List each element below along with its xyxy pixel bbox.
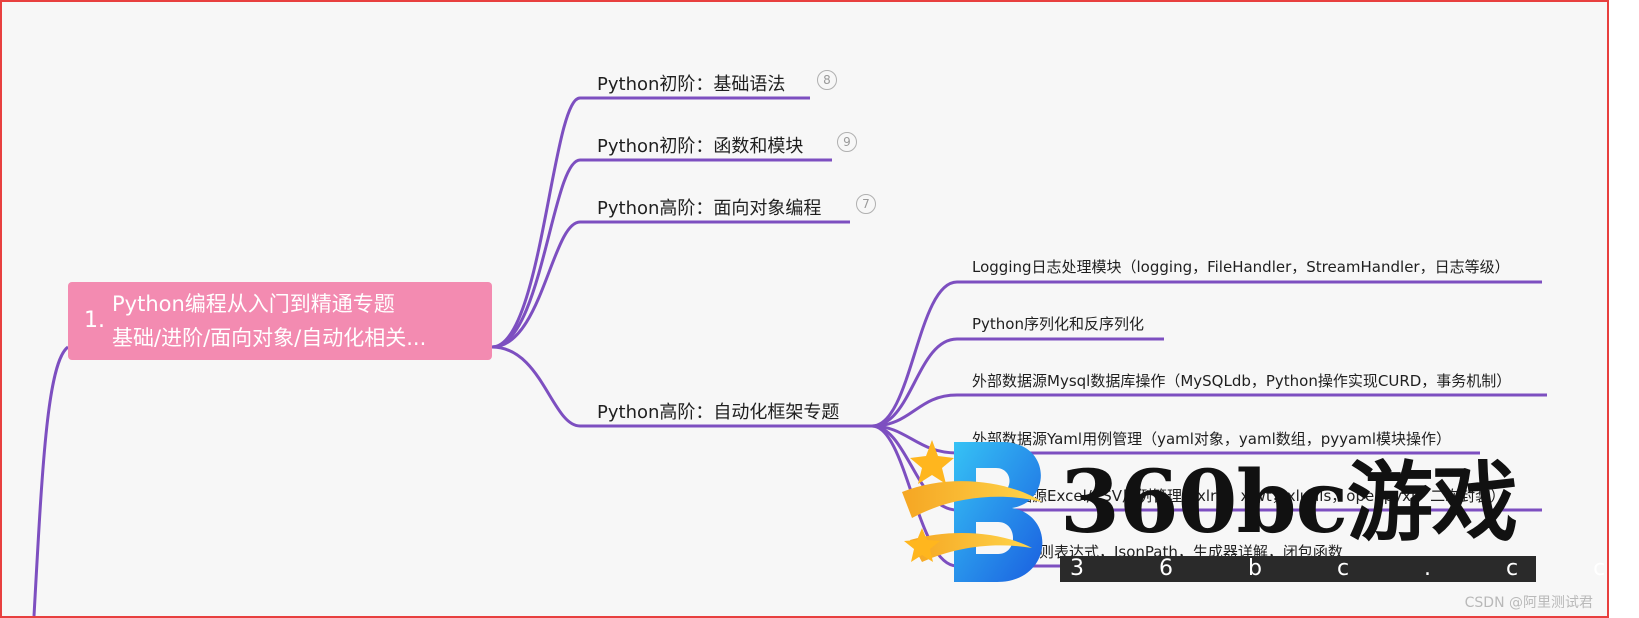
- csdn-credit: CSDN @阿里测试君: [1464, 595, 1593, 611]
- topic-oop-count-badge[interactable]: 7: [856, 194, 876, 214]
- subtopic-yaml[interactable]: 外部数据源Yaml用例管理（yaml对象，yaml数组，pyyaml模块操作）: [972, 430, 1452, 448]
- connector-sub-1: [871, 280, 1542, 428]
- connector-topic-4: [491, 345, 872, 428]
- root-topic-subtitle: 基础/进阶/面向对象/自动化相关...: [112, 326, 427, 350]
- topic-automation-framework[interactable]: Python高阶：自动化框架专题: [597, 402, 840, 423]
- subtopic-mysql[interactable]: 外部数据源Mysql数据库操作（MySQLdb，Python操作实现CURD，事…: [972, 372, 1512, 390]
- trunk-connector: [32, 345, 70, 617]
- connector-sub-2: [871, 337, 1164, 428]
- subtopic-excel-csv[interactable]: 外部数据源Excel/CSV用例管理（xlrd，xlwt，xlutils，ope…: [972, 487, 1506, 505]
- topic-basic-syntax[interactable]: Python初阶：基础语法: [597, 74, 786, 95]
- topic-basic-syntax-count-badge[interactable]: 8: [817, 70, 837, 90]
- root-topic-index: 1.: [84, 308, 105, 333]
- subtopic-regex-jsonpath[interactable]: Python正则表达式，JsonPath，生成器详解，闭包函数: [972, 543, 1343, 561]
- topic-oop[interactable]: Python高阶：面向对象编程: [597, 198, 822, 219]
- topic-functions-modules[interactable]: Python初阶：函数和模块: [597, 136, 804, 157]
- connector-topic-2: [491, 158, 832, 349]
- subtopic-serialization[interactable]: Python序列化和反序列化: [972, 315, 1144, 333]
- root-topic-node[interactable]: 1. Python编程从入门到精通专题 基础/进阶/面向对象/自动化相关...: [68, 282, 492, 360]
- connector-sub-3: [871, 393, 1547, 428]
- connector-topic-1: [491, 96, 810, 349]
- root-topic-title: Python编程从入门到精通专题: [112, 292, 395, 316]
- connector-topic-3: [491, 220, 850, 349]
- subtopic-logging[interactable]: Logging日志处理模块（logging，FileHandler，Stream…: [972, 258, 1510, 276]
- topic-functions-modules-count-badge[interactable]: 9: [837, 132, 857, 152]
